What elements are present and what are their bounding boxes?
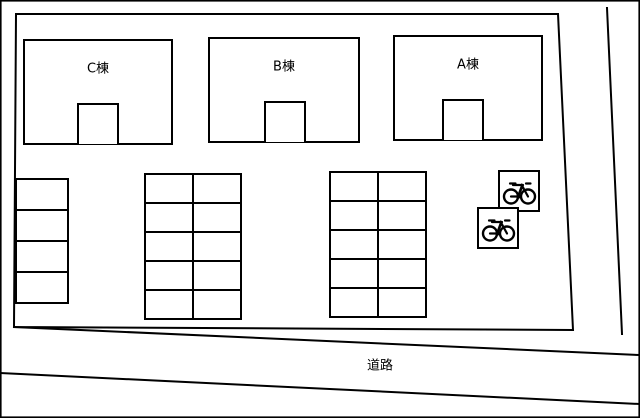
parking-grid-left-cell	[15, 178, 69, 211]
parking-grid-right-cell	[329, 171, 379, 202]
parking-grid-center	[144, 173, 242, 320]
parking-grid-left-outline	[15, 178, 69, 304]
bicycle-crank-icon	[516, 194, 521, 199]
parking-grid-center-cell	[144, 231, 194, 262]
parking-grid-center-cell	[192, 231, 242, 262]
parking-grid-center-outline	[144, 173, 242, 320]
parking-grid-center-cell	[192, 289, 242, 320]
bicycle-parking-group	[477, 170, 540, 249]
bicycle-wheel-front-icon	[519, 188, 537, 205]
parking-grid-right	[329, 171, 427, 318]
parking-grid-right-cell	[377, 229, 427, 260]
parking-grid-center-cell	[192, 260, 242, 291]
building-c-entrance-fill	[78, 104, 118, 144]
parking-grid-left-cell	[15, 240, 69, 273]
parking-grid-right-outline	[329, 171, 427, 318]
building-c: C棟	[23, 39, 173, 145]
parking-grid-left-cell	[15, 209, 69, 242]
bicycle-parking-upper	[498, 170, 540, 212]
parking-grids-group	[15, 171, 427, 320]
parking-grid-left	[15, 178, 69, 304]
parking-grid-right-cell	[329, 258, 379, 289]
buildings-group: C棟 B棟 A棟	[23, 35, 543, 145]
parking-grid-right-cell	[329, 287, 379, 318]
road-far-edge	[0, 371, 640, 406]
bicycle-wheel-front-icon	[498, 225, 516, 242]
parking-grid-left-cell	[15, 271, 69, 304]
parking-grid-right-cell	[377, 171, 427, 202]
road-near-edge	[12, 325, 640, 357]
parking-grid-center-cell	[144, 289, 194, 320]
parking-grid-center-cell	[144, 173, 194, 204]
parking-grid-right-cell	[329, 200, 379, 231]
building-a-label: A棟	[457, 58, 479, 73]
bicycle-icon	[481, 219, 516, 242]
bicycle-icon	[502, 182, 537, 205]
far-boundary-line	[605, 6, 624, 336]
parking-grid-center-cell	[192, 202, 242, 233]
building-a: A棟	[393, 35, 543, 141]
parking-grid-right-cell	[377, 287, 427, 318]
building-b-entrance-fill	[265, 102, 305, 142]
bicycle-crank-icon	[495, 231, 500, 236]
parking-grid-center-cell	[192, 173, 242, 204]
bicycle-parking-lower	[477, 207, 519, 249]
building-b: B棟	[208, 37, 360, 143]
building-b-label: B棟	[273, 60, 295, 75]
building-a-entrance	[442, 99, 484, 141]
parking-grid-right-cell	[377, 200, 427, 231]
building-c-entrance	[77, 103, 119, 145]
property-boundary	[12, 12, 575, 332]
road-label: 道路	[367, 358, 393, 374]
parking-grid-right-cell	[377, 258, 427, 289]
parking-grid-center-cell	[144, 260, 194, 291]
building-c-label: C棟	[87, 62, 109, 77]
parking-grid-right-cell	[329, 229, 379, 260]
parking-grid-center-cell	[144, 202, 194, 233]
building-b-entrance	[264, 101, 306, 143]
building-a-entrance-fill	[443, 100, 483, 140]
